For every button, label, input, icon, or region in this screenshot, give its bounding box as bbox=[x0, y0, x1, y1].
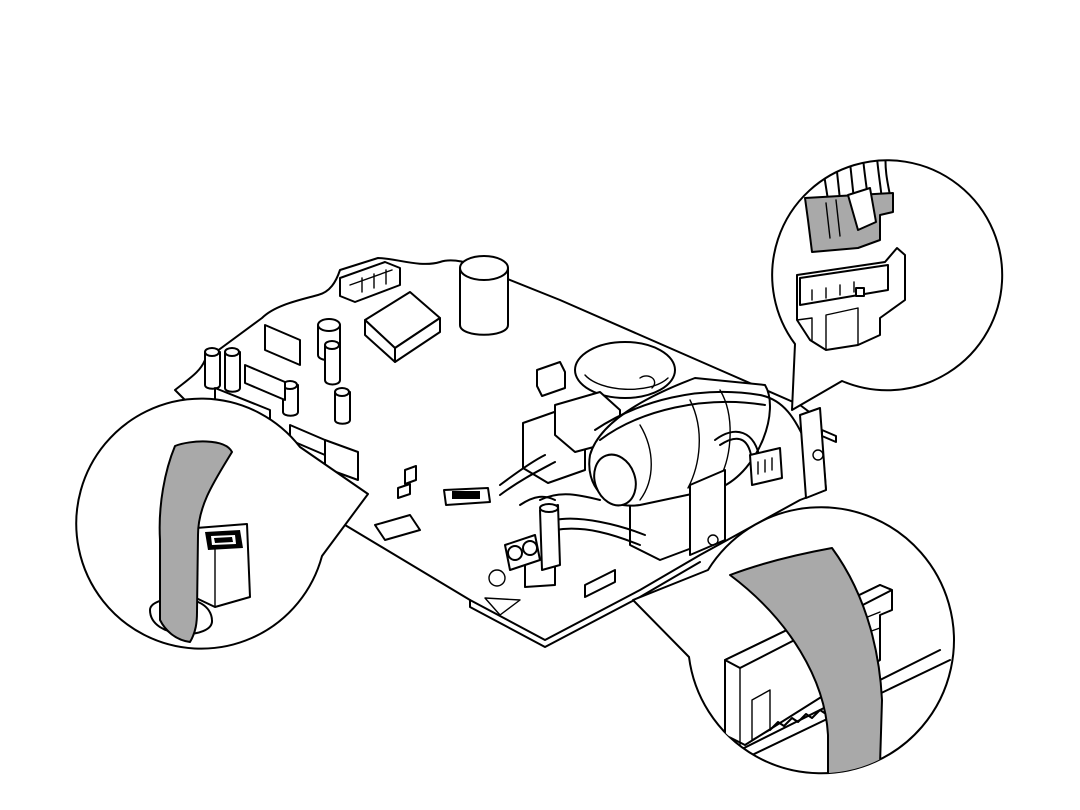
callout-wire-harness bbox=[772, 140, 1002, 410]
large-capacitor bbox=[460, 256, 508, 335]
